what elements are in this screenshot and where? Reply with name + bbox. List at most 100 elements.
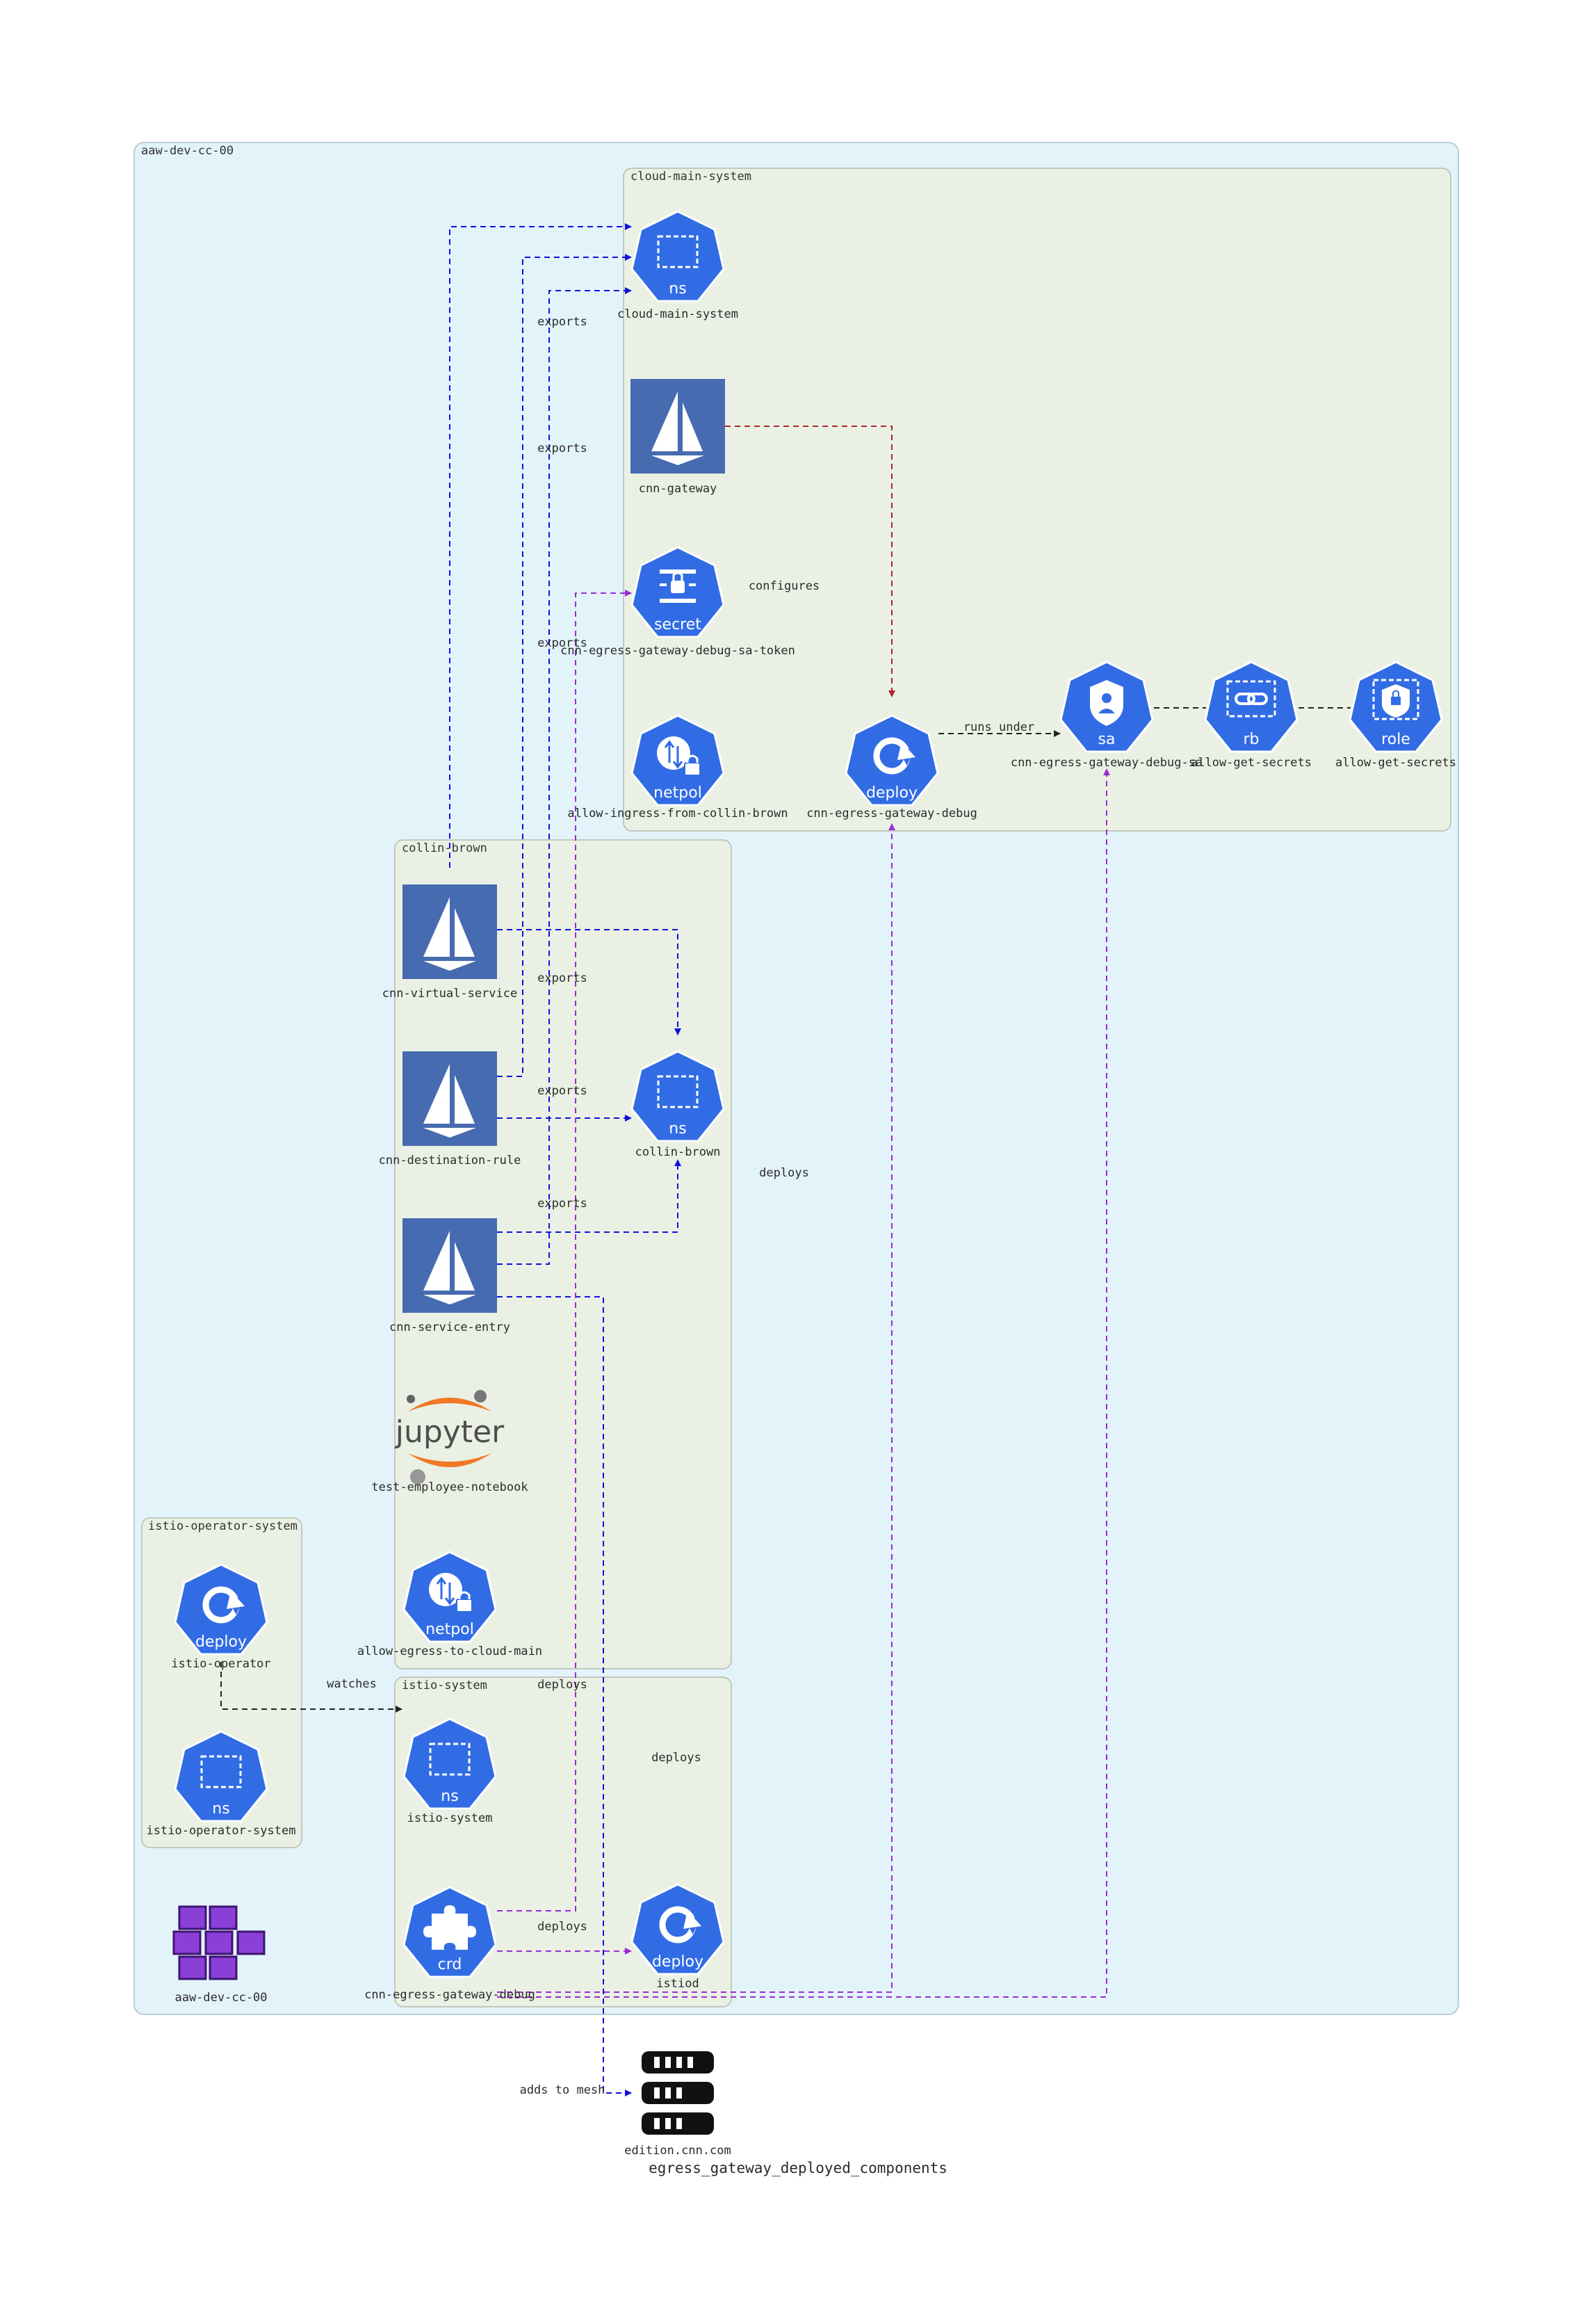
node-ns-collin-brown[interactable]: ns collin-brown [630, 1050, 725, 1159]
node-label: cnn-egress-gateway-debug [806, 807, 977, 820]
edge-label-exports: exports [537, 1084, 587, 1098]
istio-sail-icon [651, 391, 704, 465]
edge-vs-to-collin-ns [497, 929, 681, 1035]
node-deploy-debug[interactable]: deploy cnn-egress-gateway-debug [806, 714, 977, 820]
node-label: istio-operator-system [147, 1824, 296, 1838]
network-policy-icon [657, 736, 701, 776]
istio-sail-icon [423, 1231, 476, 1304]
node-badge: deploy [195, 1633, 247, 1651]
node-label: istiod [656, 1977, 699, 1991]
edge-label-deploys: deploys [537, 1920, 587, 1934]
role-icon [1372, 679, 1419, 720]
node-label: collin-brown [635, 1145, 721, 1159]
node-ns-istio-operator-system[interactable]: ns istio-operator-system [147, 1730, 296, 1838]
secret-icon [660, 569, 696, 603]
node-secret-token[interactable]: secret cnn-egress-gateway-debug-sa-token [560, 546, 795, 658]
node-label: allow-ingress-from-collin-brown [567, 807, 788, 820]
node-label: cloud-main-system [617, 307, 738, 321]
node-label: cnn-egress-gateway-debug [364, 1988, 535, 2002]
service-account-icon [1090, 680, 1123, 726]
node-crd-debug[interactable]: crd cnn-egress-gateway-debug [364, 1886, 535, 2002]
node-badge: netpol [653, 784, 702, 802]
node-cnn-destination-rule[interactable]: cnn-destination-rule [379, 1051, 521, 1167]
node-cnn-virtual-service[interactable]: cnn-virtual-service [382, 884, 517, 1001]
edges [220, 223, 1351, 2096]
node-badge: deploy [866, 784, 918, 802]
deployment-icon [873, 737, 915, 775]
node-cnn-gateway[interactable]: cnn-gateway [630, 379, 725, 496]
node-test-employee-notebook[interactable]: jupyter test-employee-notebook [371, 1390, 528, 1494]
cluster-label-collin-brown: collin-brown [402, 841, 487, 855]
node-badge: ns [669, 1120, 686, 1138]
node-label: test-employee-notebook [371, 1480, 528, 1494]
node-label: cnn-destination-rule [379, 1154, 521, 1167]
node-badge: ns [441, 1788, 458, 1805]
node-badge: sa [1098, 731, 1116, 748]
node-ns-istio-system[interactable]: ns istio-system [402, 1717, 497, 1825]
node-badge: netpol [425, 1621, 474, 1638]
node-netpol-egress[interactable]: netpol allow-egress-to-cloud-main [357, 1551, 542, 1658]
istio-sail-icon [423, 897, 476, 971]
node-istiod[interactable]: deploy istiod [630, 1883, 725, 1991]
node-badge: deploy [652, 1953, 703, 1971]
edge-label-watches: watches [327, 1677, 377, 1691]
edge-crd-deploys-deploy [497, 823, 895, 1993]
edge-label-runs-under: runs under [963, 720, 1034, 734]
crd-puzzle-icon [423, 1905, 476, 1950]
namespace-icon [200, 1755, 242, 1788]
edge-se-adds-to-mesh [497, 1296, 632, 2096]
edge-label-configures: configures [749, 579, 820, 593]
node-ns-cloud-main-system[interactable]: ns cloud-main-system [617, 210, 738, 321]
node-label: allow-get-secrets [1335, 756, 1456, 770]
edge-label-deploys: deploys [537, 1678, 587, 1692]
network-policy-icon [429, 1573, 473, 1612]
cluster-label-istio-system: istio-system [402, 1679, 487, 1692]
node-label: edition.cnn.com [624, 2144, 731, 2158]
node-badge: secret [654, 616, 701, 633]
edge-label-adds-to-mesh: adds to mesh [520, 2083, 605, 2097]
jupyter-wordmark: jupyter [395, 1414, 505, 1450]
edge-dr-to-cloud-main-ns [497, 254, 632, 1077]
edge-labels: exports exports exports exports exports … [327, 315, 1034, 2097]
node-label: istio-system [407, 1811, 493, 1825]
node-label: istio-operator [171, 1657, 270, 1671]
node-netpol-ingress[interactable]: netpol allow-ingress-from-collin-brown [567, 714, 788, 820]
cluster-label-aaw: aaw-dev-cc-00 [141, 144, 234, 158]
edge-se-to-collin-ns [497, 1159, 681, 1233]
edge-label-deploys: deploys [759, 1166, 809, 1180]
node-badge: role [1381, 731, 1410, 748]
cluster-label-istio-operator: istio-operator-system [148, 1519, 298, 1533]
node-role-secrets[interactable]: role allow-get-secrets [1335, 661, 1456, 770]
namespace-icon [657, 235, 699, 268]
node-cnn-service-entry[interactable]: cnn-service-entry [389, 1218, 510, 1334]
edge-label-exports: exports [537, 315, 587, 329]
node-rb-secrets[interactable]: rb allow-get-secrets [1191, 661, 1312, 770]
edge-se-to-cloud-main-ns [497, 287, 632, 1265]
node-label: aaw-dev-cc-00 [174, 1991, 267, 2005]
node-badge: ns [212, 1800, 229, 1818]
cluster-cloud-main-system: cloud-main-system [623, 168, 1451, 832]
jupyter-logo-icon: jupyter [395, 1390, 505, 1485]
namespace-icon [429, 1743, 471, 1776]
server-rack-icon [642, 2051, 714, 2135]
edge-crd-deploys-secret [497, 590, 632, 1911]
node-label: cnn-egress-gateway-debug-sa-token [560, 644, 795, 658]
cluster-collin-brown: collin-brown [394, 839, 732, 1670]
cluster-label-cloud-main: cloud-main-system [630, 170, 751, 184]
edge-gateway-configures-deploy [725, 426, 895, 697]
namespace-icon [657, 1075, 699, 1108]
node-istio-operator[interactable]: deploy istio-operator [171, 1563, 271, 1671]
istio-sail-icon [423, 1064, 476, 1138]
node-aks-cluster[interactable]: aaw-dev-cc-00 [172, 1905, 268, 2005]
edge-label-exports: exports [537, 971, 587, 985]
node-badge: ns [669, 280, 686, 298]
node-label: cnn-virtual-service [382, 987, 517, 1001]
node-edition-cnn[interactable]: edition.cnn.com [624, 2051, 731, 2158]
edge-vs-to-cloud-main-ns [449, 223, 632, 868]
edge-label-exports: exports [537, 442, 587, 455]
node-label: allow-egress-to-cloud-main [357, 1644, 542, 1658]
node-label: allow-get-secrets [1191, 756, 1312, 770]
node-badge: crd [438, 1956, 462, 1973]
node-sa-debug[interactable]: sa cnn-egress-gateway-debug-sa [1011, 661, 1203, 770]
edge-label-deploys: deploys [651, 1751, 701, 1765]
